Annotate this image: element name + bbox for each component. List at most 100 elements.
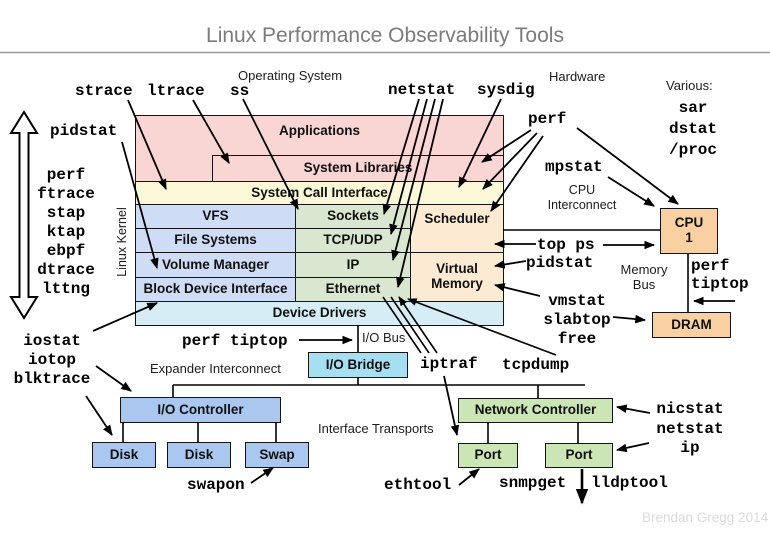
box-port-2: Port [545, 443, 613, 468]
tool-iptraf: iptraf [420, 355, 478, 373]
tool-sar: sar [678, 99, 708, 117]
hardware-label: Hardware [549, 69, 606, 84]
tool-dstat: dstat [668, 120, 717, 138]
applications-label: Applications [278, 123, 360, 138]
tool-ebpf: ebpf [46, 242, 86, 260]
watermark: Brendan Gregg 2014 [642, 510, 769, 525]
box-io-bridge: I/O Bridge [308, 352, 408, 378]
tool-perf-membus: perf [691, 257, 730, 275]
tool-ltrace: ltrace [147, 82, 205, 100]
memory-tools-list: vmstat slabtop free [527, 292, 627, 349]
ethernet-label: Ethernet [325, 281, 381, 297]
tool-ip: ip [680, 439, 700, 457]
disk-tools-list: iostat iotop blktrace [4, 332, 100, 389]
ip-label: IP [346, 256, 360, 272]
tool-lldptool: lldptool [591, 474, 668, 492]
tool-ss: ss [230, 82, 250, 100]
tool-iostat: iostat [23, 332, 81, 350]
tool-mpstat: mpstat [545, 158, 603, 176]
virtual-memory-label-2: Memory [431, 276, 483, 291]
box-port-1: Port [458, 443, 518, 468]
tool-dtrace: dtrace [37, 261, 95, 279]
tool-tiptop-membus: tiptop [691, 275, 749, 293]
perf-tiptop-memory: perf tiptop [691, 257, 749, 293]
various-label: Various: [666, 78, 713, 93]
page-title: Linux Performance Observability Tools [206, 24, 564, 47]
box-file-systems: File Systems [135, 228, 296, 253]
expander-interconnect-label: Expander Interconnect [150, 361, 281, 376]
tool-swapon: swapon [187, 476, 245, 494]
tool-perf-hw: perf [528, 110, 567, 128]
tool-ktap: ktap [46, 223, 86, 241]
tool-tcpdump: tcpdump [502, 356, 570, 374]
tool-nicstat: nicstat [656, 400, 724, 418]
system-libraries-label: System Libraries [303, 160, 413, 176]
cpu-interconnect-label: CPU Interconnect [547, 183, 617, 212]
box-tcp-udp: TCP/UDP [295, 228, 411, 253]
box-network-controller: Network Controller [458, 398, 613, 423]
cpu-label: CPU [674, 215, 704, 231]
box-virtual-memory: Virtual Memory [410, 252, 504, 302]
io-bridge-label: I/O Bridge [325, 356, 391, 372]
tool-blktrace: blktrace [13, 370, 91, 388]
tool-pidstat-upper-left: pidstat [50, 122, 118, 140]
box-ethernet: Ethernet [295, 277, 411, 302]
network-controller-label: Network Controller [474, 402, 597, 418]
memory-bus-label: Memory Bus [620, 262, 668, 292]
sockets-label: Sockets [327, 208, 379, 224]
kernel-tracers-list: perf ftrace stap ktap ebpf dtrace lttng [20, 166, 112, 299]
tool-snmpget: snmpget [499, 474, 567, 492]
tcp-udp-label: TCP/UDP [323, 232, 383, 248]
tool-lttng: lttng [41, 280, 90, 298]
block-device-interface-label: Block Device Interface [143, 281, 288, 297]
vfs-label: VFS [202, 208, 229, 224]
tool-ethtool: ethtool [384, 476, 452, 494]
tool-pidstat-right: pidstat [526, 254, 594, 272]
disk-2-label: Disk [184, 446, 214, 462]
interface-transports-label: Interface Transports [318, 421, 434, 436]
box-io-controller: I/O Controller [120, 397, 281, 423]
tool-netstat-top: netstat [388, 81, 456, 99]
box-cpu: CPU 1 [660, 208, 718, 254]
tool-perf-list: perf [46, 166, 86, 184]
box-device-drivers: Device Drivers [135, 301, 504, 326]
scheduler-label: Scheduler [424, 211, 490, 226]
box-scheduler: Scheduler [410, 204, 504, 253]
box-vfs: VFS [135, 204, 296, 229]
tool-sysdig: sysdig [477, 81, 535, 99]
tool-free: free [557, 330, 597, 348]
operating-system-label: Operating System [238, 68, 343, 83]
io-controller-label: I/O Controller [157, 401, 244, 417]
disk-1-label: Disk [109, 446, 139, 462]
various-tools-list: sar dstat /proc [648, 98, 738, 161]
file-systems-label: File Systems [174, 232, 257, 248]
system-call-interface-label: System Call Interface [251, 184, 388, 200]
box-swap: Swap [245, 442, 309, 468]
box-volume-manager: Volume Manager [135, 252, 296, 278]
device-drivers-label: Device Drivers [272, 305, 367, 321]
tool-vmstat: vmstat [548, 292, 606, 310]
port-2-label: Port [565, 447, 593, 463]
nic-tools-list: nicstat netstat ip [642, 400, 738, 459]
dram-label: DRAM [671, 316, 712, 332]
box-disk-2: Disk [167, 442, 231, 468]
tool-proc: /proc [668, 141, 717, 159]
tool-strace: strace [75, 82, 133, 100]
tool-netstat-right: netstat [656, 419, 724, 438]
volume-manager-label: Volume Manager [161, 256, 270, 272]
cpu-number: 1 [685, 230, 693, 245]
box-ip: IP [295, 252, 411, 278]
tool-perf-tiptop-io: perf tiptop [182, 332, 288, 350]
box-disk-1: Disk [92, 442, 156, 468]
box-system-call-interface: System Call Interface [135, 181, 504, 205]
tool-slabtop: slabtop [543, 311, 611, 329]
swap-label: Swap [259, 446, 295, 462]
port-1-label: Port [474, 447, 502, 463]
tool-ftrace: ftrace [37, 185, 95, 203]
box-dram: DRAM [652, 312, 731, 338]
linux-kernel-label: Linux Kernel [115, 207, 129, 277]
box-sockets: Sockets [295, 204, 411, 229]
tool-stap: stap [46, 204, 86, 222]
tool-top-ps: top ps [537, 236, 595, 254]
